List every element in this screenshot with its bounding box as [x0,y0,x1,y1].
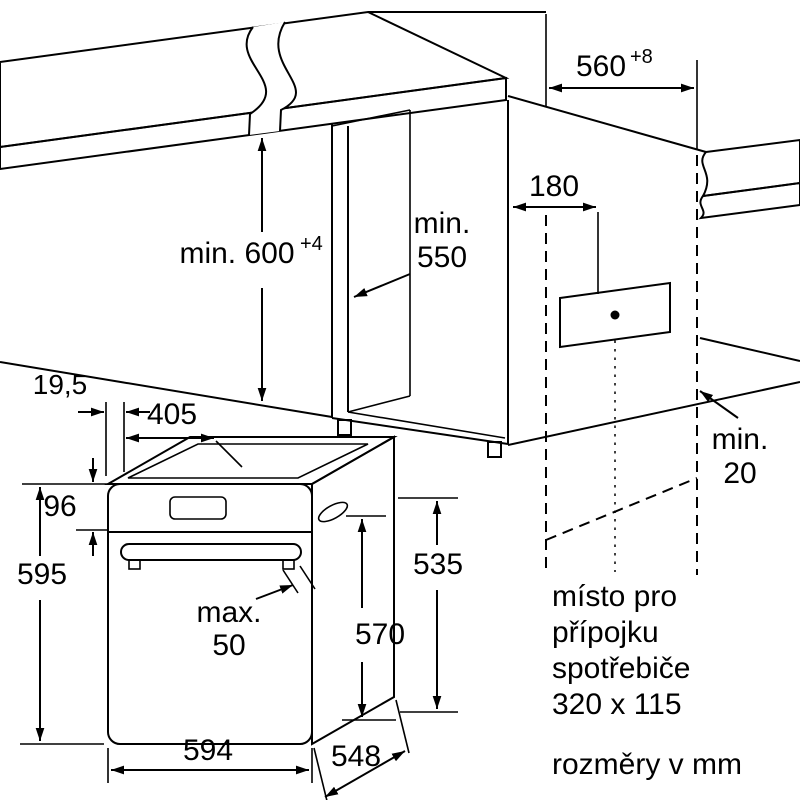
right-worktop [698,138,800,220]
label-handle-projection-2: 50 [212,629,245,662]
cabinet-foot-right [487,441,502,458]
note-line-4: 320 x 115 [552,688,682,721]
niche-dashed-outline [545,155,698,575]
label-build-in-height: min. 600 [179,237,294,270]
label-rear-clearance-1: min. [712,423,769,456]
cabinet-foot-left [337,419,352,436]
label-appliance-height: 595 [17,558,67,591]
label-appliance-depth: 548 [331,740,381,773]
worktop-break [246,22,296,135]
oven-handle [120,543,302,561]
wall-floor-lines [0,11,800,446]
dimension-lines [20,14,739,800]
label-connection-offset: 180 [529,170,579,203]
label-handle-projection-1: max. [196,596,261,629]
note-line-1: místo pro [552,580,677,613]
left-worktop [0,10,510,171]
note-line-3: spotřebiče [552,652,690,685]
oven [104,435,398,746]
note-line-2: přípojku [552,616,659,649]
label-panel-height: 96 [43,490,76,523]
tall-cabinet [331,100,509,458]
connection-area-hatch [559,281,671,349]
oven-side-vent [317,501,349,523]
oven-side [311,435,395,746]
units-note: rozměry v mm [552,748,742,781]
label-niche-depth-1: min. [414,207,471,240]
connection-point-dot [610,310,620,320]
label-front-frame-depth: 19,5 [33,369,88,400]
connection-area-note: místo pro přípojku spotřebiče 320 x 115 [552,580,690,721]
label-rear-clearance-2: 20 [723,457,756,490]
label-appliance-width: 594 [183,734,233,767]
label-body-height: 535 [413,548,463,581]
label-niche-depth-2: 550 [417,241,467,274]
label-top-recess-depth: 405 [147,398,197,431]
label-rear-body-height: 570 [355,618,405,651]
label-niche-width: 560 [576,50,626,83]
oven-front [107,483,313,745]
oven-display [169,496,227,520]
label-build-in-height-tolerance: +4 [300,233,323,255]
label-niche-width-tolerance: +8 [630,46,653,68]
